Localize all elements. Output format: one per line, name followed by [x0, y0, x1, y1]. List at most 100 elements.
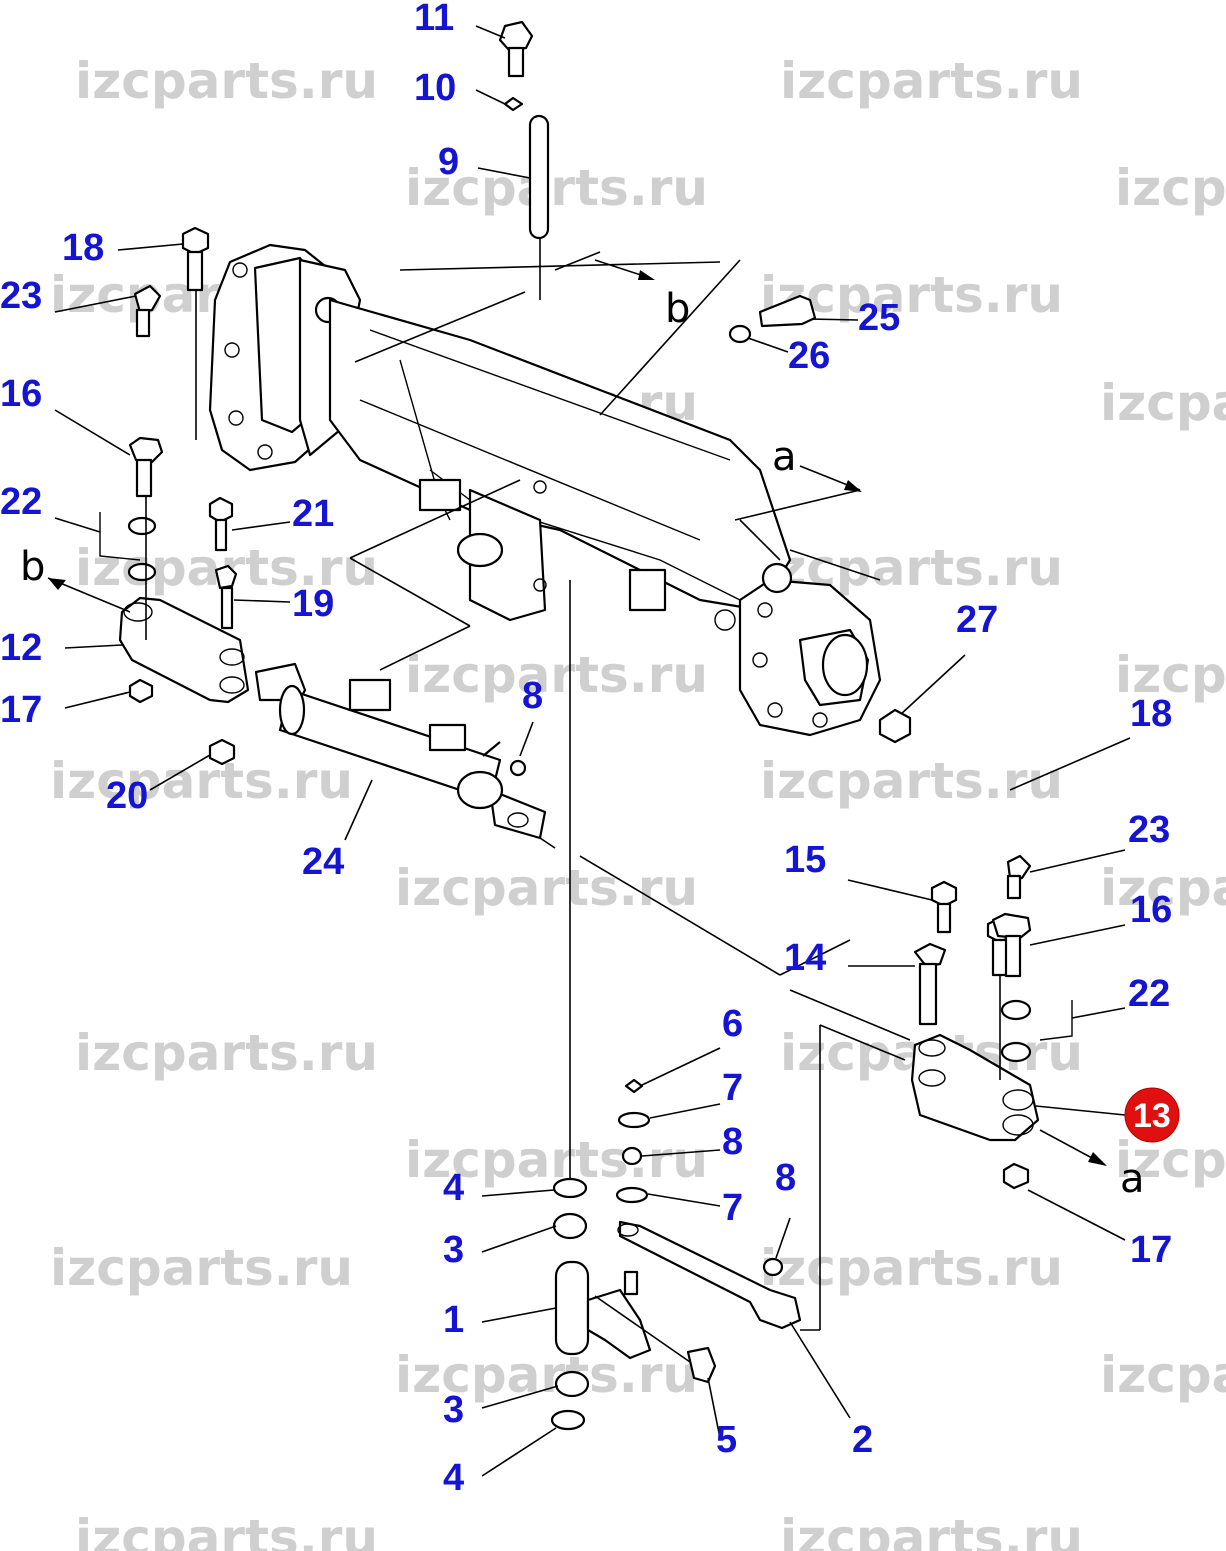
washer-10: [503, 96, 524, 112]
guide-lines: [349, 251, 911, 1331]
link-hole: [219, 648, 245, 666]
leader: [594, 1295, 691, 1363]
watermark: izcparts.ru: [395, 1346, 698, 1404]
guide-line: [819, 1024, 906, 1061]
watermark: izcparts.ru: [395, 859, 698, 917]
link-hole: [1002, 1089, 1034, 1111]
pin-16-head: [991, 912, 1032, 940]
callout-13-highlighted: 13: [1133, 1097, 1171, 1135]
right-kingpin-cap: [761, 562, 793, 594]
callout-26: 26: [788, 335, 830, 377]
watermark: izcparts.ru: [1115, 159, 1226, 217]
link-hole: [918, 1039, 946, 1057]
hub-bolt: [224, 342, 240, 358]
bearing-3: [552, 1212, 588, 1240]
link-hole: [1002, 1114, 1034, 1136]
guide-line: [399, 261, 721, 271]
callout-23: 23: [1128, 809, 1170, 851]
grease-fitting-23-stem: [135, 308, 151, 338]
callout-18: 18: [1130, 693, 1172, 735]
washer-22: [127, 516, 157, 536]
callout-4: 4: [443, 1457, 464, 1499]
guide-line: [349, 557, 471, 627]
nut-17: [1002, 1162, 1030, 1190]
callout-labels: 11 10 9 18 23 16 22 21 19 12 17 20 24 8 …: [0, 0, 1180, 1499]
leader: [519, 721, 534, 757]
pin-9: [528, 114, 550, 240]
washer-22: [1000, 999, 1032, 1021]
leader: [1035, 1105, 1126, 1116]
leader: [1039, 1000, 1073, 1041]
hub-bolt: [232, 262, 248, 278]
top-pin-group: [498, 20, 550, 300]
bolt-18-shank: [186, 250, 204, 292]
watermark: izcparts.ru: [780, 1509, 1083, 1551]
clevis-hole: [507, 812, 529, 828]
cylinder-port: [348, 678, 392, 712]
leader: [707, 1377, 721, 1439]
leader: [847, 879, 933, 901]
guide-line: [539, 837, 556, 849]
watermark: izcparts.ru: [405, 159, 708, 217]
arrowhead: [844, 480, 862, 492]
cylinder-port: [428, 723, 467, 752]
watermark-layer: izcparts.ru izcparts.ru izcparts.ru izcp…: [50, 52, 1226, 1551]
washer-22: [1000, 1041, 1032, 1063]
callout-20: 20: [106, 775, 148, 817]
left-arm-group: [99, 226, 250, 766]
watermark: izcparts.ru: [1115, 646, 1226, 704]
callout-22: 22: [1128, 973, 1170, 1015]
pin-14-head: [913, 942, 947, 968]
pin-16-shank: [135, 458, 153, 498]
callout-16: 16: [1130, 889, 1172, 931]
callout-5: 5: [716, 1419, 737, 1461]
leader: [775, 1217, 791, 1259]
bolt-25: [758, 294, 817, 328]
leader: [54, 517, 101, 533]
washer-7: [615, 1186, 649, 1204]
view-letters: b a b a: [20, 286, 1145, 1202]
arrowhead: [638, 270, 655, 280]
guide-line: [354, 291, 526, 363]
cylinder-end: [278, 684, 306, 736]
leader: [641, 1149, 721, 1157]
hub-bolt: [752, 652, 768, 668]
axle-beam: [328, 298, 792, 612]
callout-14: 14: [784, 937, 826, 979]
arrowhead: [1088, 1152, 1107, 1166]
arrowhead: [48, 578, 66, 590]
leader: [475, 25, 506, 39]
bolt-15-head: [930, 880, 958, 908]
pin-14-shank: [918, 962, 938, 1026]
leader: [149, 754, 211, 791]
watermark: izcparts.ru: [405, 1131, 708, 1189]
callout-3: 3: [443, 1229, 464, 1271]
callout-2: 2: [852, 1419, 873, 1461]
callout-12: 12: [0, 627, 42, 669]
leader: [1009, 737, 1131, 791]
callout-15: 15: [784, 839, 826, 881]
guide-line: [349, 479, 521, 559]
view-marker-a: a: [1120, 1156, 1145, 1202]
watermark: izcparts.ru: [1100, 859, 1226, 917]
cylinder-24: [254, 662, 547, 840]
callout-25: 25: [858, 297, 900, 339]
callout-22: 22: [0, 481, 42, 523]
bolt-21-shank: [214, 518, 228, 552]
leader: [647, 1193, 721, 1207]
guide-line: [579, 855, 781, 976]
bushing-8: [509, 759, 527, 777]
right-spindle-end: [821, 633, 869, 697]
callout-8: 8: [722, 1121, 743, 1163]
bolt-11-head: [498, 20, 534, 52]
callout-4: 4: [443, 1167, 464, 1209]
bolt-18-head: [181, 226, 210, 256]
guide-line: [789, 989, 911, 1041]
callout-11: 11: [414, 0, 454, 39]
beam-tab: [628, 568, 667, 612]
guide-line: [599, 259, 741, 416]
grease-fitting-23: [1006, 854, 1032, 880]
link-hole: [123, 602, 153, 622]
